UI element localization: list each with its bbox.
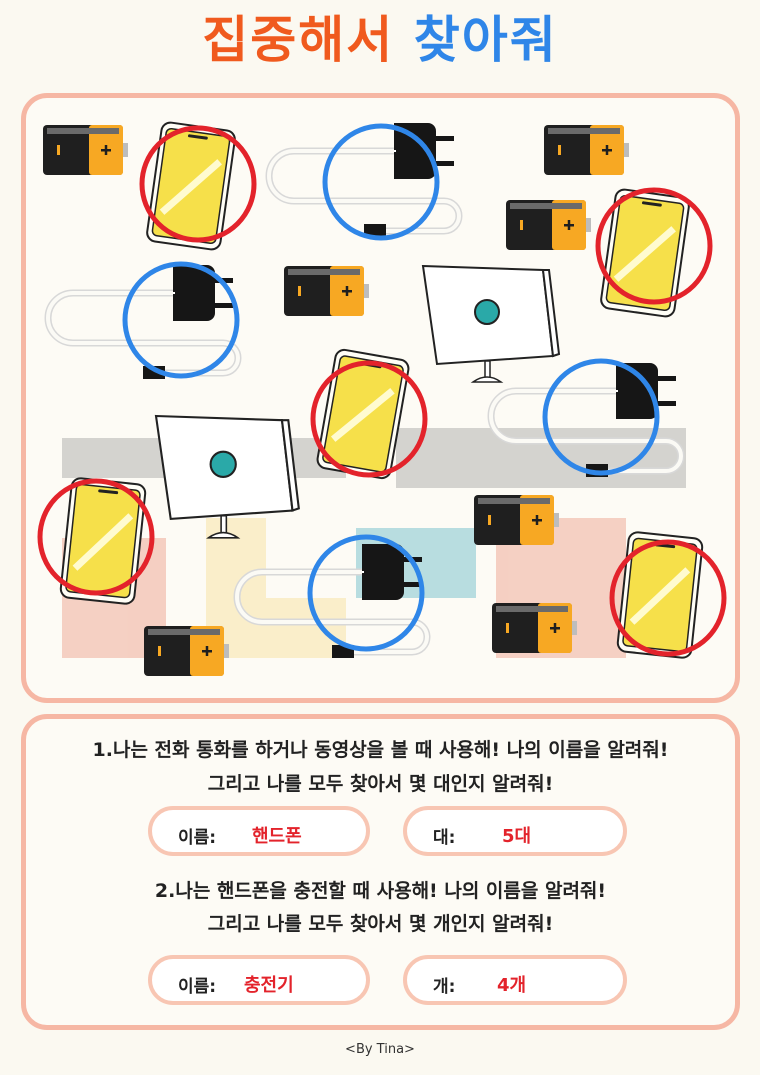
battery-icon <box>544 125 629 175</box>
answer-1-count-label: 대: <box>433 828 456 848</box>
battery-icon <box>506 200 591 250</box>
answer-2-name-label: 이름: <box>178 977 217 997</box>
answer-2-name-value: 충전기 <box>244 975 294 996</box>
title-part2: 찾아줘 <box>413 11 558 69</box>
answer-1-count-value: 5대 <box>502 826 532 847</box>
answer-2-count-label: 개: <box>433 977 456 997</box>
charger-icon <box>269 123 459 237</box>
battery-icon <box>43 125 128 175</box>
answer-1-name-field[interactable]: 이름: 핸드폰 <box>148 806 370 856</box>
question-1-line-1: 1.나는 전화 통화를 하거나 동영상을 볼 때 사용해! 나의 이름을 알려줘… <box>92 739 669 761</box>
question-2-line-2: 그리고 나를 모두 찾아서 몇 개인지 알려줘! <box>207 913 554 935</box>
answer-1-count-field[interactable]: 대: 5대 <box>403 806 627 856</box>
battery-icon <box>144 626 229 676</box>
question-1-line-2: 그리고 나를 모두 찾아서 몇 대인지 알려줘! <box>207 773 554 795</box>
battery-icon <box>492 603 577 653</box>
battery-icon <box>474 495 559 545</box>
title-part1: 집중해서 <box>202 11 395 69</box>
charger-answer-circles <box>122 123 660 652</box>
page-title: 집중해서 찾아줘 <box>0 8 760 72</box>
footer-credit: <By Tina> <box>345 1042 415 1057</box>
battery-icon <box>284 266 369 316</box>
answer-2-name-field[interactable]: 이름: 충전기 <box>148 955 370 1005</box>
answer-1-name-label: 이름: <box>178 828 217 848</box>
quiz-panel: 1.나는 전화 통화를 하거나 동영상을 볼 때 사용해! 나의 이름을 알려줘… <box>21 714 740 1030</box>
puzzle-panel <box>21 93 740 703</box>
question-2-line-1: 2.나는 핸드폰을 충전할 때 사용해! 나의 이름을 알려줘! <box>154 880 607 902</box>
answer-2-count-field[interactable]: 개: 4개 <box>403 955 627 1005</box>
phone-answer-circles <box>37 125 727 657</box>
monitor-icon <box>422 265 560 383</box>
puzzle-scene <box>37 98 727 676</box>
answer-1-name-value: 핸드폰 <box>252 826 302 847</box>
answer-2-count-value: 4개 <box>497 975 527 996</box>
